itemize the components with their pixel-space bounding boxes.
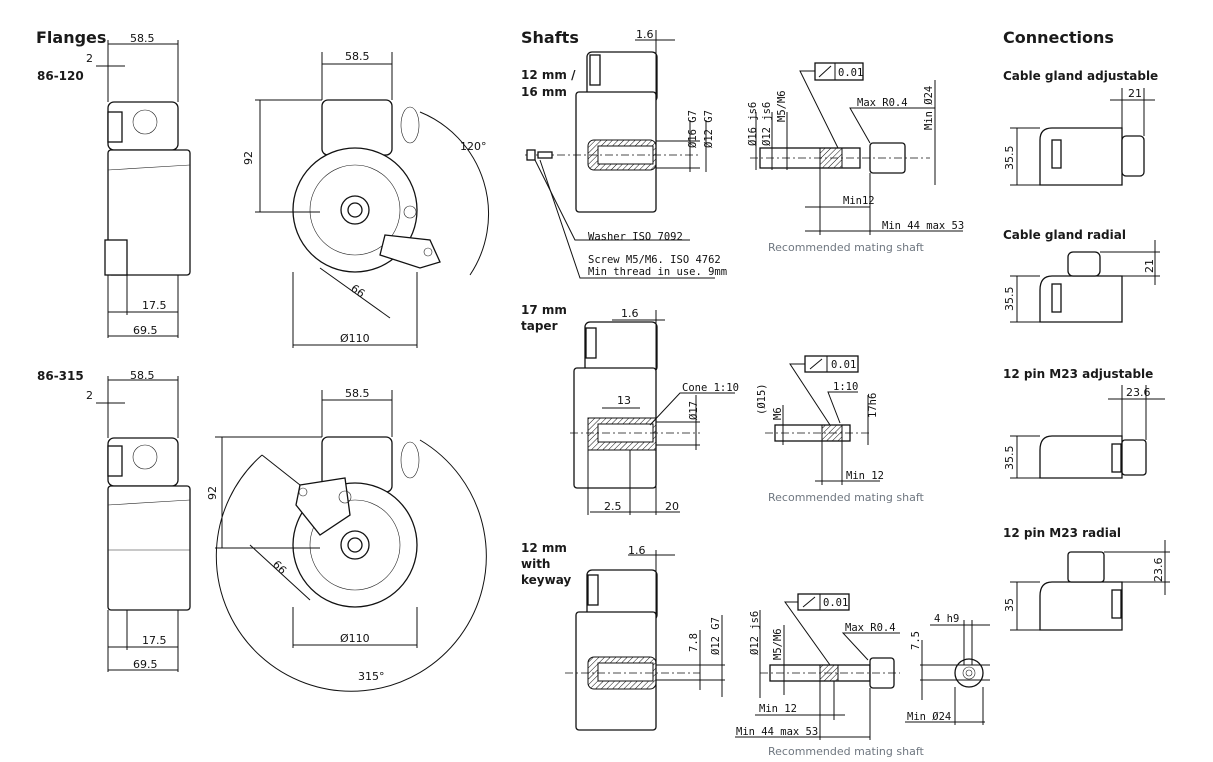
dim-bore-12: Ø12 G7 — [703, 110, 715, 148]
flange-120-front-view: 58.5 92 120° 66 Ø110 — [242, 50, 489, 348]
connection-cable-gland-radial: Cable gland radial 21 35.5 — [1003, 228, 1160, 323]
dim-offset: 1.6 — [636, 28, 654, 41]
dim-a: 23.6 — [1152, 558, 1165, 583]
dim-height: 92 — [242, 151, 255, 165]
dim-key-height: 7.5 — [910, 631, 922, 650]
dim-length: Min 44 max 53 — [882, 220, 964, 232]
shaft-label: 12 mm / — [521, 68, 576, 82]
dim-b: 35.5 — [1003, 287, 1016, 312]
dim-bore: Ø17 — [688, 401, 700, 420]
dim-radius: Max R0.4 — [845, 622, 896, 634]
dim-d16: Ø16 js6 — [747, 102, 759, 146]
mating-shaft-12-keyway: 0.01 Ø12 js6 M5/M6 Max R0.4 Min 12 Min 4… — [735, 593, 990, 758]
dim-radius: Max R0.4 — [857, 97, 908, 109]
dim-17-5: 17.5 — [142, 634, 167, 647]
dim-bore-16: Ø16 G7 — [687, 110, 699, 148]
dim-angle: 120° — [460, 140, 487, 153]
connection-label: Cable gland radial — [1003, 228, 1126, 242]
flange-315-side-view: 86-315 58.5 2 17.5 69.5 — [37, 369, 191, 672]
connection-label: 12 pin M23 adjustable — [1003, 367, 1153, 381]
dim-fit: 17h6 — [867, 393, 879, 418]
dim-20: 20 — [665, 500, 679, 513]
dim-min-length: Min12 — [843, 195, 875, 207]
shaft-12-keyway-view: 12 mm with keyway 1.6 7.8 Ø12 G7 — [521, 541, 725, 731]
shaft-label: taper — [521, 319, 558, 333]
shaft-17-taper-view: 17 mm taper 1.6 Cone 1:10 13 Ø17 2.5 20 — [521, 303, 739, 515]
dim-height: 92 — [206, 486, 219, 500]
dim-b: 35.5 — [1003, 446, 1016, 471]
dim-17-5: 17.5 — [142, 299, 167, 312]
runout-tolerance: 0.01 — [838, 67, 863, 79]
flange-315-front-view: 58.5 92 66 Ø110 315° — [206, 387, 487, 692]
dim-b: 35.5 — [1003, 146, 1016, 171]
dim-offset: 2 — [86, 52, 93, 65]
connection-cable-gland-adjustable: Cable gland adjustable 21 35.5 — [1003, 69, 1158, 186]
dim-radius: 66 — [270, 558, 289, 577]
dim-b: 35 — [1003, 598, 1016, 612]
connection-m23-radial: 12 pin M23 radial 23.6 35 — [1003, 526, 1170, 631]
dim-length: Min 44 max 53 — [736, 726, 818, 738]
dim-d15: (Ø15) — [756, 383, 768, 415]
dim-diameter: Ø110 — [340, 632, 370, 645]
shaft-label: with — [521, 557, 550, 571]
washer-callout: Washer ISO 7092 — [588, 231, 683, 243]
dim-a: 21 — [1143, 259, 1156, 273]
thread-callout: Min thread in use. 9mm — [588, 266, 727, 278]
dim-width: 58.5 — [130, 369, 155, 382]
mating-caption: Recommended mating shaft — [768, 745, 924, 758]
connection-label: Cable gland adjustable — [1003, 69, 1158, 83]
dim-offset: 1.6 — [621, 307, 639, 320]
shaft-label: 17 mm — [521, 303, 567, 317]
flanges-title: Flanges — [36, 28, 106, 47]
shaft-label: 12 mm — [521, 541, 567, 555]
flange-315-label: 86-315 — [37, 369, 84, 383]
cone-callout: Cone 1:10 — [682, 382, 739, 394]
connections-title: Connections — [1003, 28, 1114, 47]
dim-d12: Ø12 js6 — [749, 611, 761, 655]
shaft-label: keyway — [521, 573, 571, 587]
runout-tolerance: 0.01 — [823, 597, 848, 609]
shaft-label: 16 mm — [521, 85, 567, 99]
dim-min-diameter: Min Ø24 — [923, 86, 935, 130]
dim-min-length: Min 12 — [846, 470, 884, 482]
dim-width: 58.5 — [345, 387, 370, 400]
dim-width: 58.5 — [345, 50, 370, 63]
dim-taper: 1:10 — [833, 381, 858, 393]
dim-bore: Ø12 G7 — [710, 617, 722, 655]
flange-120-side-view: 86-120 58.5 2 17.5 69.5 — [37, 32, 191, 338]
shafts-title: Shafts — [521, 28, 579, 47]
dim-depth: 13 — [617, 394, 631, 407]
dim-d12: Ø12 js6 — [761, 102, 773, 146]
runout-tolerance: 0.01 — [831, 359, 856, 371]
dim-a: 21 — [1128, 87, 1142, 100]
dim-thread: M6 — [772, 407, 784, 420]
dim-angle: 315° — [358, 670, 385, 683]
screw-callout: Screw M5/M6. ISO 4762 — [588, 254, 721, 266]
flange-120-label: 86-120 — [37, 69, 84, 83]
mating-caption: Recommended mating shaft — [768, 241, 924, 254]
dim-diameter: Ø110 — [340, 332, 370, 345]
dim-a: 23.6 — [1126, 386, 1151, 399]
dim-radius: 66 — [348, 282, 367, 301]
dim-key-height: 7.8 — [688, 633, 700, 652]
dim-2-5: 2.5 — [604, 500, 622, 513]
connection-label: 12 pin M23 radial — [1003, 526, 1121, 540]
dim-thread: M5/M6 — [776, 90, 788, 122]
dim-thread: M5/M6 — [772, 628, 784, 660]
dim-69-5: 69.5 — [133, 324, 158, 337]
dim-min-length: Min 12 — [759, 703, 797, 715]
dim-69-5: 69.5 — [133, 658, 158, 671]
dim-min-diameter: Min Ø24 — [907, 711, 951, 723]
dim-offset: 1.6 — [628, 544, 646, 557]
mating-shaft-17: 0.01 (Ø15) M6 1:10 17h6 Min 12 Recommend… — [756, 355, 924, 504]
dim-offset: 2 — [86, 389, 93, 402]
mating-shaft-12-16: 0.01 Ø16 js6 Ø12 js6 M5/M6 Max R0.4 Min … — [747, 62, 964, 254]
mating-caption: Recommended mating shaft — [768, 491, 924, 504]
shaft-12-16-view: 12 mm / 16 mm 1.6 Ø16 G7 Ø12 G7 Washer I… — [521, 28, 727, 279]
dim-key-width: 4 h9 — [934, 613, 959, 625]
dim-width: 58.5 — [130, 32, 155, 45]
connection-m23-adjustable: 12 pin M23 adjustable 23.6 35.5 — [1003, 367, 1165, 479]
